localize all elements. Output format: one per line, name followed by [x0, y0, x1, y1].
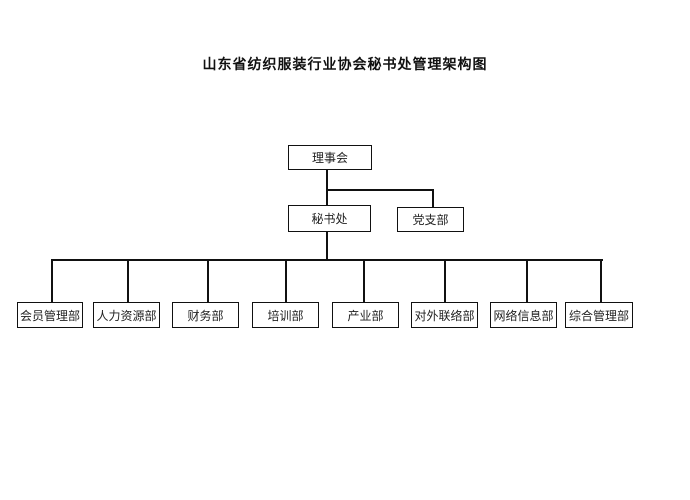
- connector-board-secretariat: [326, 169, 328, 206]
- node-dept-human-resources: 人力资源部: [93, 302, 160, 328]
- dept-label: 财务部: [187, 308, 224, 323]
- dept-label: 会员管理部: [19, 308, 80, 323]
- connector-branch-party: [326, 189, 434, 191]
- node-dept-finance: 财务部: [172, 302, 239, 328]
- chart-title: 山东省纺织服装行业协会秘书处管理架构图: [202, 57, 488, 73]
- dept-label: 人力资源部: [96, 308, 157, 323]
- connector-dept-3: [207, 259, 209, 303]
- node-board: 理事会: [288, 145, 372, 170]
- connector-dept-7: [526, 259, 528, 303]
- connector-dept-1: [51, 259, 53, 303]
- node-dept-industry: 产业部: [332, 302, 399, 328]
- node-board-label: 理事会: [311, 151, 348, 165]
- node-dept-external-liaison: 对外联络部: [411, 302, 478, 328]
- node-dept-member-management: 会员管理部: [17, 302, 83, 328]
- dept-label: 网络信息部: [493, 308, 554, 323]
- connector-party-drop: [432, 189, 434, 208]
- node-dept-general-management: 综合管理部: [565, 302, 633, 328]
- node-party-branch: 党支部: [397, 207, 464, 232]
- connector-dept-4: [285, 259, 287, 303]
- connector-dept-8: [600, 259, 602, 303]
- connector-secretariat-bar: [326, 231, 328, 261]
- node-secretariat: 秘书处: [288, 205, 371, 232]
- node-secretariat-label: 秘书处: [311, 212, 348, 226]
- dept-label: 产业部: [347, 308, 384, 323]
- dept-label: 培训部: [267, 308, 304, 323]
- node-dept-training: 培训部: [252, 302, 319, 328]
- node-party-branch-label: 党支部: [412, 213, 449, 227]
- connector-dept-5: [363, 259, 365, 303]
- dept-label: 对外联络部: [414, 308, 475, 323]
- node-dept-network-info: 网络信息部: [490, 302, 557, 328]
- connector-dept-2: [127, 259, 129, 303]
- department-bus-line: [51, 259, 603, 261]
- connector-dept-6: [444, 259, 446, 303]
- dept-label: 综合管理部: [568, 308, 629, 323]
